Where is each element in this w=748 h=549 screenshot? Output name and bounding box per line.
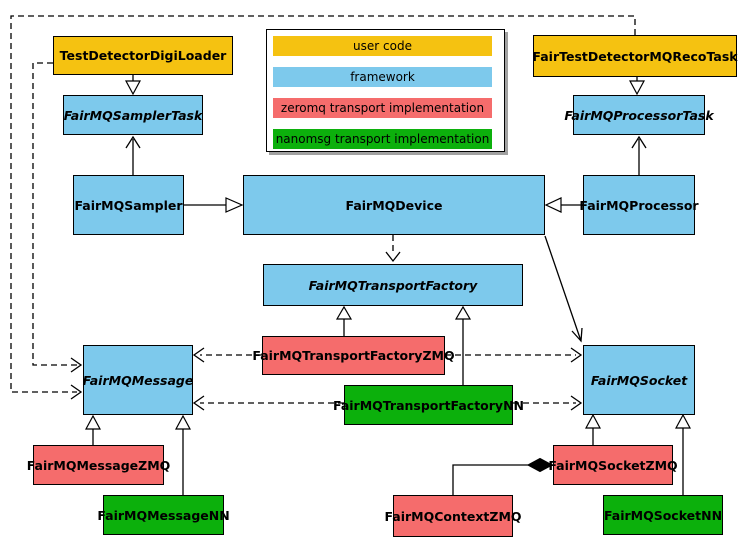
edge-factorynn-message [192, 395, 344, 411]
node-label: TestDetectorDigiLoader [59, 48, 227, 63]
legend-label: zeromq transport implementation [280, 101, 485, 115]
edge-device-transportfactory [385, 235, 401, 263]
node-fairmqsocketnn: FairMQSocketNN [603, 495, 723, 535]
node-fairmqsampler: FairMQSampler [73, 175, 184, 235]
edge-socketnn-socket [674, 413, 692, 495]
node-fairmqsocket: FairMQSocket [583, 345, 695, 415]
legend-item-nanomsg: nanomsg transport implementation [273, 129, 492, 149]
edge-factoryzmq-message [192, 347, 262, 363]
node-label: FairMQProcessor [579, 197, 699, 213]
node-label: FairMQTransportFactory [308, 277, 478, 293]
legend-item-framework: framework [273, 67, 492, 87]
node-label: FairMQDevice [345, 197, 443, 213]
edge-sampler-device [184, 197, 244, 213]
node-label: FairTestDetectorMQRecoTask [532, 48, 738, 64]
edge-processor-processortask [631, 135, 647, 175]
legend-label: nanomsg transport implementation [275, 132, 490, 146]
node-label: FairMQTransportFactoryNN [333, 397, 524, 413]
node-fairmqtransportfactoryzmq: FairMQTransportFactoryZMQ [252, 336, 455, 375]
legend: user code framework zeromq transport imp… [266, 29, 505, 152]
node-fairmqsamplertask: FairMQSamplerTask [63, 95, 203, 135]
node-label: FairMQSampler [74, 197, 183, 213]
node-label: FairMQSocketZMQ [548, 457, 678, 473]
legend-label: framework [350, 70, 415, 84]
edge-device-socket [544, 235, 583, 343]
legend-item-user-code: user code [273, 36, 492, 56]
node-fairmqtransportfactorynn: FairMQTransportFactoryNN [333, 385, 524, 425]
node-fairmqcontextzmq: FairMQContextZMQ [384, 495, 522, 537]
node-fairtestdetectormqrecotask: FairTestDetectorMQRecoTask [532, 35, 738, 77]
node-label: FairMQMessageZMQ [26, 457, 171, 473]
edge-contextzmq-socketzmq [452, 457, 554, 495]
node-label: FairMQMessage [82, 372, 194, 388]
edge-messagenn-message [174, 414, 192, 495]
node-testdetectordigiloader: TestDetectorDigiLoader [53, 36, 233, 75]
node-label: FairMQSamplerTask [63, 107, 203, 123]
edge-factoryzmq-socket [445, 347, 583, 363]
edge-factoryzmq-transportfactory [335, 305, 353, 336]
edge-factorynn-transportfactory [454, 305, 472, 385]
node-fairmqsocketzmq: FairMQSocketZMQ [548, 445, 678, 485]
edge-factorynn-socket [513, 395, 583, 411]
edge-sampler-samplertask [125, 135, 141, 175]
edge-recotask-message [10, 15, 636, 400]
node-label: FairMQSocketNN [603, 507, 723, 523]
node-label: FairMQSocket [590, 372, 688, 388]
legend-item-zeromq: zeromq transport implementation [273, 98, 492, 118]
edge-digiloader-message [32, 62, 83, 373]
edge-socketzmq-socket [584, 413, 602, 445]
node-fairmqdevice: FairMQDevice [243, 175, 545, 235]
edge-messagezmq-message [84, 414, 102, 445]
node-label: FairMQContextZMQ [384, 508, 522, 524]
node-fairmqprocessor: FairMQProcessor [579, 175, 699, 235]
node-fairmqprocessortask: FairMQProcessorTask [564, 95, 714, 135]
node-fairmqmessage: FairMQMessage [83, 345, 193, 415]
node-label: FairMQProcessorTask [564, 107, 714, 123]
edge-digiloader-samplertask [124, 75, 142, 96]
node-fairmqtransportfactory: FairMQTransportFactory [263, 264, 523, 306]
node-label: FairMQTransportFactoryZMQ [252, 348, 455, 363]
edge-recotask-processortask [628, 77, 646, 96]
node-fairmqmessagezmq: FairMQMessageZMQ [27, 445, 170, 485]
node-fairmqmessagenn: FairMQMessageNN [97, 495, 230, 535]
legend-label: user code [353, 39, 412, 53]
node-label: FairMQMessageNN [97, 507, 230, 523]
edge-processor-device [544, 197, 583, 213]
